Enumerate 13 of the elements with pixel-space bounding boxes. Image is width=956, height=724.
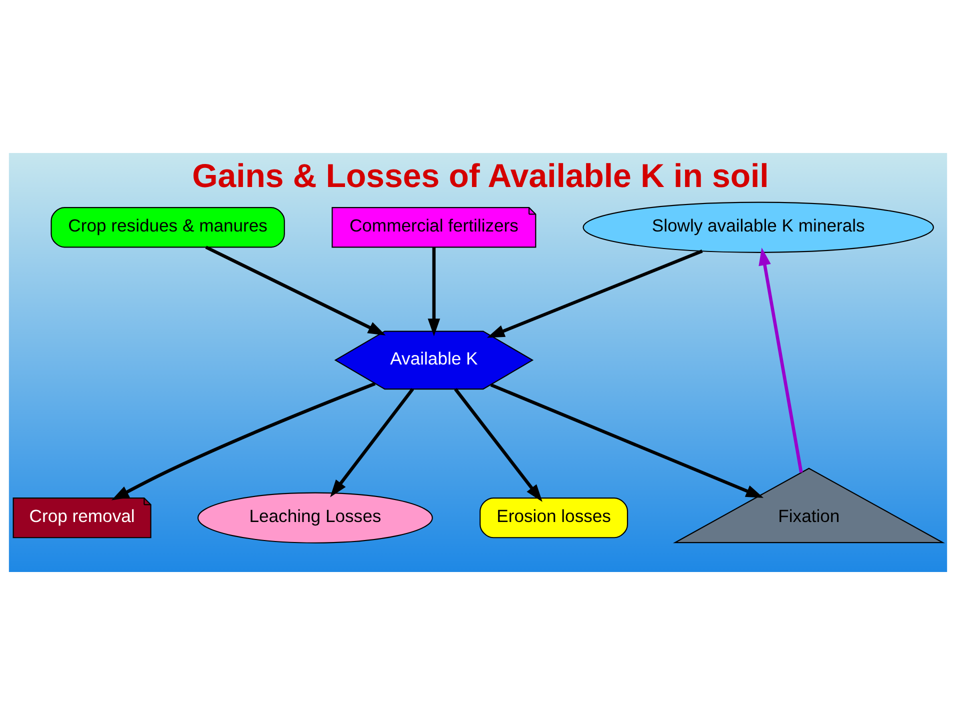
arrow xyxy=(758,247,803,472)
arrow xyxy=(454,388,542,502)
diagram-title: Gains & Losses of Available K in soil xyxy=(192,156,769,194)
arrow xyxy=(205,245,386,335)
arrow xyxy=(490,382,764,498)
arrow xyxy=(486,249,703,338)
node-ellipse: Leaching Losses xyxy=(197,492,433,543)
arrow xyxy=(330,388,414,497)
arrow xyxy=(111,382,376,500)
arrow xyxy=(428,246,440,336)
node-box: Crop residues & manures xyxy=(50,206,285,248)
node-box: Erosion losses xyxy=(480,497,628,538)
node-ellipse: Slowly available K minerals xyxy=(582,201,934,252)
